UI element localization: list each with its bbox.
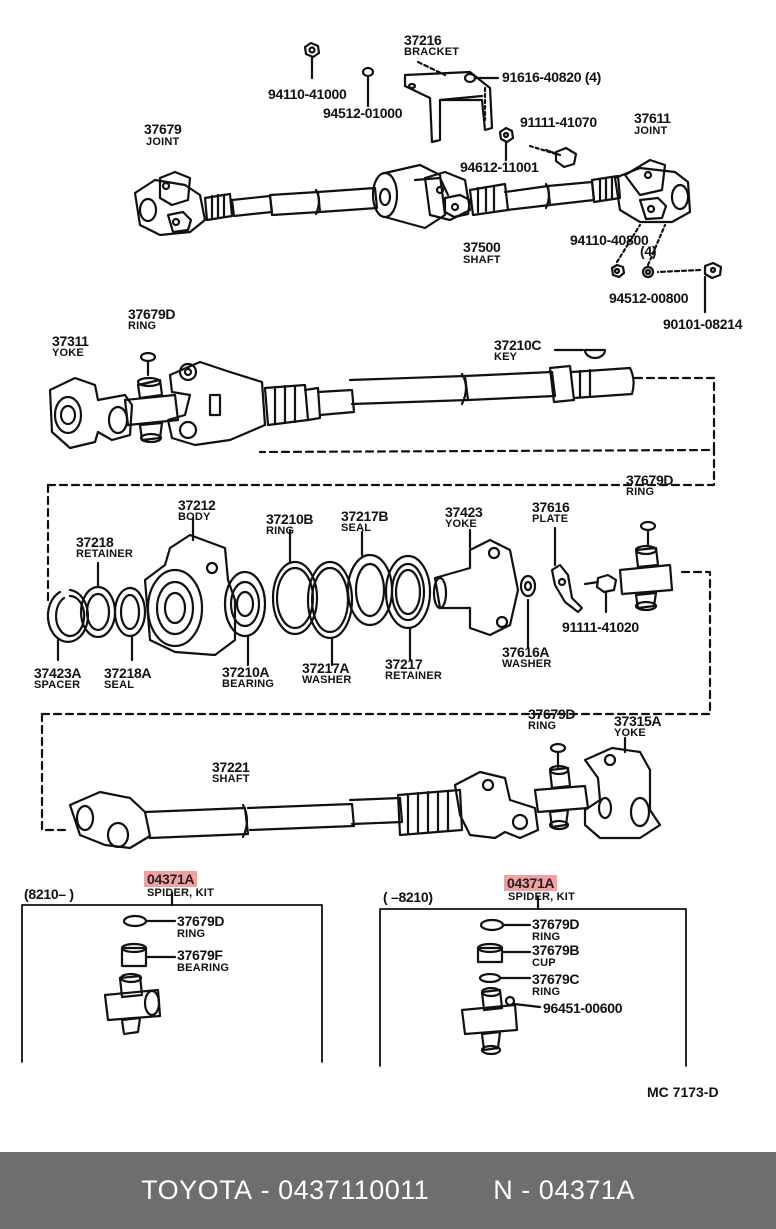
label-count-4: (4) bbox=[640, 243, 657, 259]
label-37216: 37216 bbox=[404, 32, 442, 48]
label-body: BODY bbox=[178, 511, 211, 523]
label-94512-01000: 94512-01000 bbox=[323, 105, 403, 121]
footer-part-number: 0437110011 bbox=[278, 1175, 430, 1205]
label-37679b: 37679B bbox=[532, 942, 580, 958]
label-joint-right: JOINT bbox=[634, 125, 668, 137]
label-washer-b: WASHER bbox=[502, 658, 552, 670]
label-spacer: SPACER bbox=[34, 679, 81, 691]
label-ring-d: RING bbox=[528, 720, 557, 732]
footer-n-value: 04371A bbox=[538, 1175, 635, 1205]
label-ring-e: RING bbox=[177, 928, 206, 940]
label-37679c: 37679C bbox=[532, 971, 580, 987]
label-seal-a: SEAL bbox=[341, 522, 372, 534]
footer-n-label: N bbox=[493, 1175, 514, 1205]
label-ring-f: RING bbox=[532, 931, 561, 943]
label-37611: 37611 bbox=[634, 110, 671, 126]
label-37679d-f: 37679D bbox=[532, 916, 580, 932]
footer-separator-1: - bbox=[252, 1175, 279, 1205]
label-37616: 37616 bbox=[532, 499, 570, 515]
label-37218a: 37218A bbox=[104, 665, 152, 681]
label-37210c: 37210C bbox=[494, 337, 542, 353]
label-spider-kit-left: SPIDER, KIT bbox=[147, 887, 214, 899]
footer-brand: TOYOTA bbox=[141, 1175, 253, 1205]
label-37679d-c: 37679D bbox=[528, 706, 576, 722]
label-ring-g: RING bbox=[532, 986, 561, 998]
label-ring-b: RING bbox=[626, 486, 655, 498]
label-37311: 37311 bbox=[52, 333, 89, 349]
footer-separator-2: - bbox=[513, 1175, 539, 1205]
label-shaft-bottom: SHAFT bbox=[212, 773, 250, 785]
diagram-reference: MC 7173-D bbox=[647, 1084, 719, 1100]
label-37423a: 37423A bbox=[34, 665, 82, 681]
label-retainer-b: RETAINER bbox=[385, 670, 443, 682]
parts-diagram: 37216 BRACKET 94110-41000 94512-01000 91… bbox=[21, 32, 743, 1100]
label-94110-41000: 94110-41000 bbox=[268, 86, 347, 102]
label-37616a: 37616A bbox=[502, 644, 550, 660]
label-plate: PLATE bbox=[532, 513, 569, 525]
label-37679: 37679 bbox=[144, 121, 182, 137]
footer-gap bbox=[429, 1175, 493, 1206]
label-yoke-b: YOKE bbox=[445, 518, 477, 530]
label-94110-40800: 94110-40800 bbox=[570, 232, 649, 248]
label-37210a: 37210A bbox=[222, 664, 270, 680]
label-ring-a: RING bbox=[128, 320, 157, 332]
label-37212: 37212 bbox=[178, 497, 216, 513]
diagram-drawing bbox=[21, 41, 723, 1067]
label-37423: 37423 bbox=[445, 504, 483, 520]
label-91616-40820: 91616-40820 (4) bbox=[502, 69, 602, 85]
label-94512-00800: 94512-00800 bbox=[609, 290, 689, 306]
footer-bar: TOYOTA - 0437110011 N - 04371A bbox=[0, 1152, 776, 1229]
label-key: KEY bbox=[494, 351, 518, 363]
label-37221: 37221 bbox=[212, 759, 250, 775]
label-37217a: 37217A bbox=[302, 660, 350, 676]
label-ring-c: RING bbox=[266, 525, 295, 537]
label-yoke-a: YOKE bbox=[52, 347, 84, 359]
label-37210b: 37210B bbox=[266, 511, 314, 527]
label-spider-kit-right: SPIDER, KIT bbox=[508, 891, 575, 903]
label-37217b: 37217B bbox=[341, 508, 389, 524]
label-37679d-e: 37679D bbox=[177, 913, 225, 929]
label-94612-11001: 94612-11001 bbox=[460, 159, 539, 175]
label-range-right: ( –8210) bbox=[383, 889, 433, 905]
label-bearing-b: BEARING bbox=[177, 962, 230, 974]
label-cup: CUP bbox=[532, 957, 556, 969]
label-37315a: 37315A bbox=[614, 713, 662, 729]
label-37679d-b: 37679D bbox=[626, 472, 674, 488]
label-37217: 37217 bbox=[385, 656, 423, 672]
label-91111-41020: 91111-41020 bbox=[562, 619, 639, 635]
label-96451-00600: 96451-00600 bbox=[543, 1000, 623, 1016]
label-kit-left: 04371A bbox=[144, 871, 198, 887]
label-bearing-a: BEARING bbox=[222, 678, 275, 690]
label-90101-08214: 90101-08214 bbox=[663, 316, 743, 332]
label-range-left: (8210– ) bbox=[24, 886, 74, 902]
label-shaft-top: SHAFT bbox=[463, 254, 501, 266]
footer-caption: TOYOTA - 0437110011 N - 04371A bbox=[0, 1152, 776, 1229]
label-37679f: 37679F bbox=[177, 947, 223, 963]
label-37218: 37218 bbox=[76, 534, 114, 550]
label-bracket: BRACKET bbox=[404, 46, 460, 58]
label-37500: 37500 bbox=[463, 239, 501, 255]
label-kit-right: 04371A bbox=[504, 875, 558, 891]
label-joint-left: JOINT bbox=[146, 136, 180, 148]
label-91111-41070: 91111-41070 bbox=[520, 114, 597, 130]
label-37679d-a: 37679D bbox=[128, 306, 176, 322]
label-retainer-a: RETAINER bbox=[76, 548, 134, 560]
label-washer-a: WASHER bbox=[302, 674, 352, 686]
label-yoke-c: YOKE bbox=[614, 727, 646, 739]
label-seal-b: SEAL bbox=[104, 679, 135, 691]
